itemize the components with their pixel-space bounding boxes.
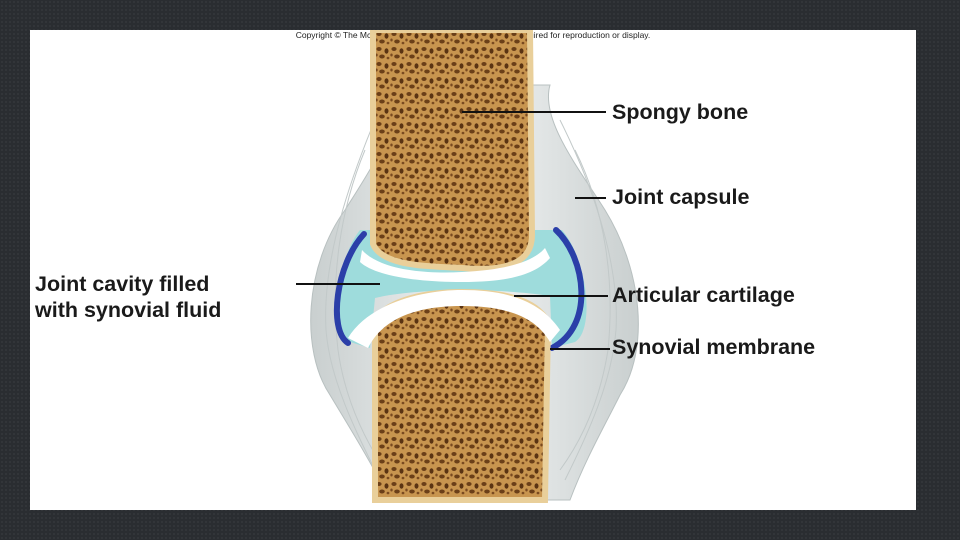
label-synovial-membrane: Synovial membrane (612, 335, 815, 359)
synovial-joint-illustration (30, 30, 916, 510)
upper-bone (373, 30, 532, 269)
label-joint-capsule: Joint capsule (612, 185, 749, 209)
diagram-panel: Copyright © The McGraw-Hill Companies, I… (30, 30, 916, 510)
label-articular-cartilage: Articular cartilage (612, 283, 795, 307)
label-joint-cavity-line1: Joint cavity filled (35, 272, 209, 296)
label-spongy-bone: Spongy bone (612, 100, 748, 124)
label-joint-cavity-line2: with synovial fluid (35, 298, 221, 322)
lower-bone (375, 292, 548, 500)
